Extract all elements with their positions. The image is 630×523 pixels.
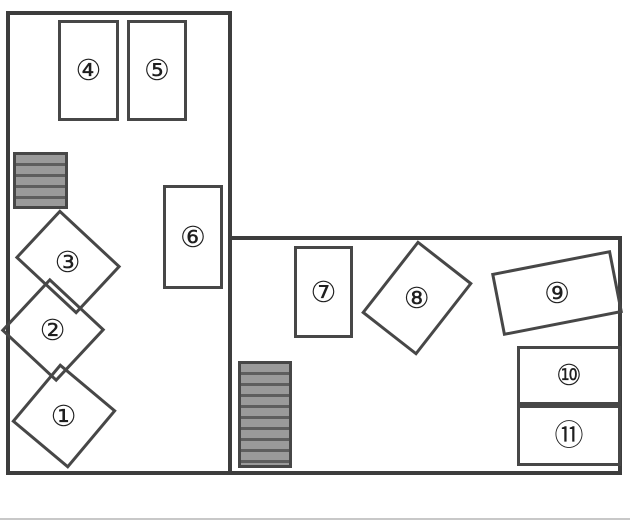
unit-2-label: ② [40, 312, 66, 347]
unit-10-label: ⑩ [556, 358, 582, 392]
unit-11-label: ⑪ [554, 418, 584, 452]
hatched-block-lower-middle [238, 361, 292, 468]
unit-3-label: ③ [55, 244, 81, 279]
unit-5: ⑤ [127, 20, 187, 121]
scan-edge-line [0, 518, 630, 520]
unit-4: ④ [58, 20, 119, 121]
unit-1-label: ① [51, 398, 77, 433]
unit-5-label: ⑤ [144, 53, 170, 87]
hatched-block-upper-left [13, 152, 68, 209]
unit-9-label: ⑨ [544, 275, 570, 310]
unit-8-label: ⑧ [404, 280, 430, 315]
unit-7-label: ⑦ [310, 274, 337, 309]
unit-6: ⑥ [163, 185, 223, 289]
unit-10: ⑩ [517, 346, 621, 405]
unit-6-label: ⑥ [180, 219, 206, 254]
unit-11: ⑪ [517, 405, 621, 466]
unit-7: ⑦ [294, 246, 353, 338]
unit-4-label: ④ [75, 53, 102, 87]
